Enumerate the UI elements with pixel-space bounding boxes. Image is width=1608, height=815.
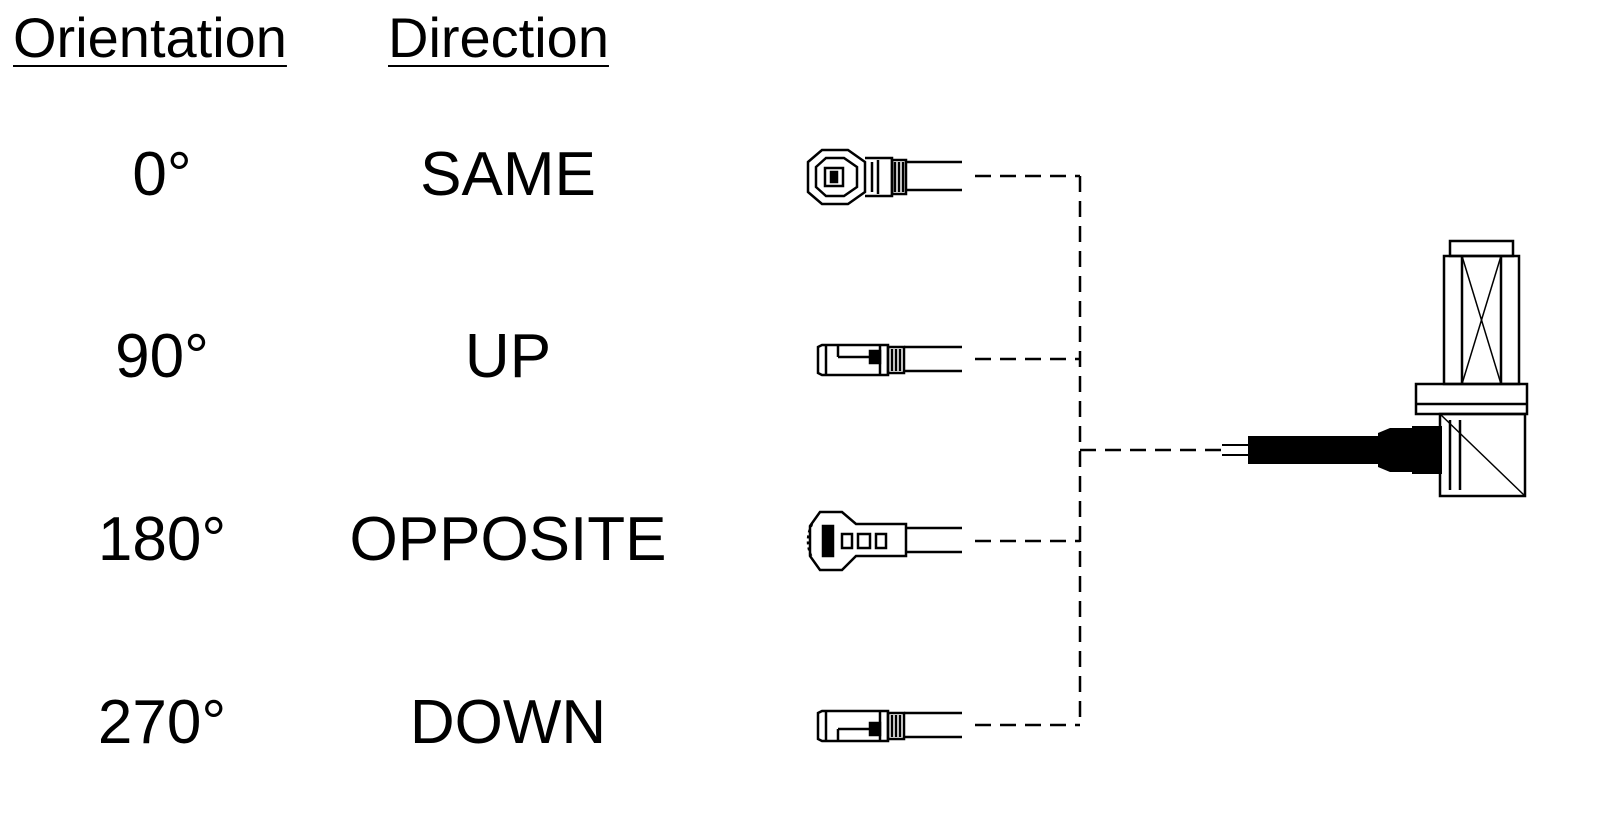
connector-side-down-icon <box>816 709 962 743</box>
connector-rear-face-icon <box>806 510 962 572</box>
direction-value-opposite: OPPOSITE <box>349 505 667 574</box>
direction-column-header: Direction <box>388 6 609 69</box>
right-angle-connector-icon <box>1222 239 1529 498</box>
dashed-leader-lines <box>975 174 1222 727</box>
orientation-value-180: 180° <box>97 505 227 574</box>
connector-side-up-icon <box>816 343 962 377</box>
orientation-value-270: 270° <box>97 688 227 757</box>
orientation-value-0: 0° <box>132 140 192 209</box>
direction-value-down: DOWN <box>409 688 607 757</box>
orientation-value-90: 90° <box>115 322 209 391</box>
direction-value-same: SAME <box>420 140 596 209</box>
direction-value-up: UP <box>464 322 552 391</box>
connector-front-face-icon <box>806 148 962 206</box>
orientation-column-header: Orientation <box>13 6 287 69</box>
